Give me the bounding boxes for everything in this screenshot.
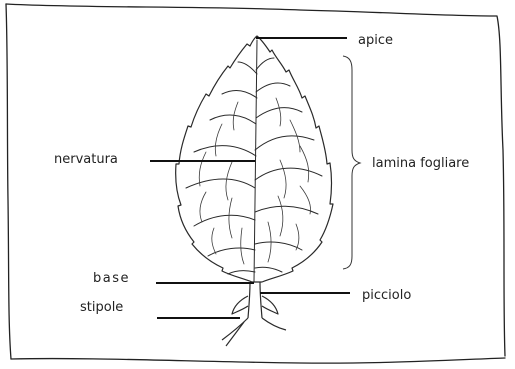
petiole-drawing	[248, 282, 262, 318]
label-lamina-fogliare: lamina fogliare	[372, 156, 469, 171]
label-stipole: stipole	[80, 300, 123, 315]
labels: apice lamina fogliare nervatura base sti…	[54, 33, 469, 315]
leader-lines	[150, 38, 350, 318]
label-picciolo: picciolo	[362, 288, 411, 303]
leaf-drawing	[176, 36, 333, 346]
label-apice: apice	[358, 33, 393, 48]
label-base: base	[93, 271, 130, 286]
stipules-drawing	[232, 296, 248, 314]
label-nervatura: nervatura	[54, 152, 118, 167]
lamina-brace	[343, 56, 360, 269]
